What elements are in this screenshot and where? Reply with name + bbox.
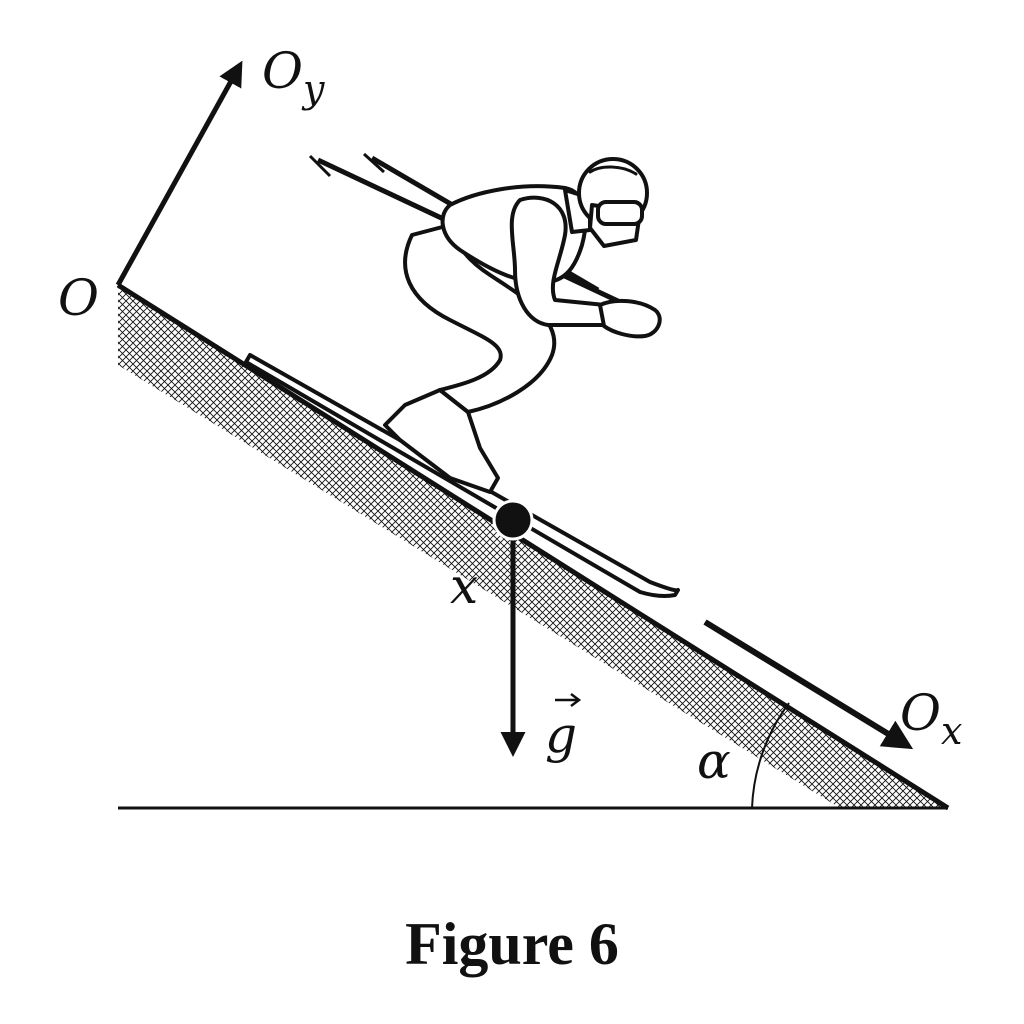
- axis-x-label: Ox: [900, 684, 962, 753]
- angle-arc: [751, 702, 790, 809]
- gravity-label: g: [545, 706, 577, 764]
- skier-goggles: [596, 200, 644, 226]
- axis-y-subscript: y: [301, 67, 325, 111]
- axis-y-arrow: [115, 60, 243, 287]
- axis-x-subscript: x: [941, 709, 962, 753]
- skier-legs: [403, 223, 557, 414]
- incline-surface: [116, 282, 950, 811]
- angle-label: α: [697, 732, 731, 790]
- axis-y-label: Oy: [262, 42, 325, 111]
- skier: [383, 157, 662, 494]
- skier-glove: [598, 298, 662, 339]
- axis-x-arrow: [703, 619, 914, 750]
- position-label: x: [450, 557, 478, 615]
- figure-caption: Figure 6: [405, 911, 619, 977]
- center-of-mass-dot: [492, 499, 534, 541]
- vector-arrow-icon: [555, 693, 582, 707]
- origin-label: O: [58, 269, 99, 327]
